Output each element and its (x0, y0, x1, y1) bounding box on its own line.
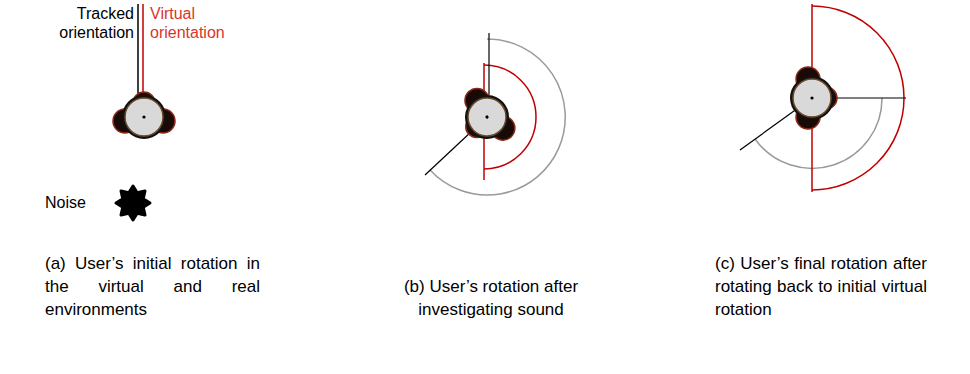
user-figure (113, 92, 175, 139)
tracked-orientation-line (137, 4, 139, 96)
legend-label: Virtual orientation (150, 4, 234, 42)
panel-b-figure (425, 33, 565, 195)
subfigure-caption: (a) User’s initial rotation in the virtu… (45, 252, 260, 321)
user-figure (790, 67, 837, 129)
icon-label: Noise (45, 193, 105, 212)
panel-c-figure (740, 4, 906, 192)
legend-label: Tracked orientation (50, 4, 134, 42)
noise-source-icon (116, 186, 150, 220)
virtual-orientation-line (142, 4, 144, 96)
subfigure-caption: (c) User’s final rotation after rotating… (715, 252, 927, 321)
subfigure-caption: (b) User’s rotation after investigating … (385, 275, 597, 321)
tracked-rotation-arc (430, 39, 565, 195)
user-figure (448, 79, 525, 156)
initial-tracked-line (488, 33, 489, 95)
